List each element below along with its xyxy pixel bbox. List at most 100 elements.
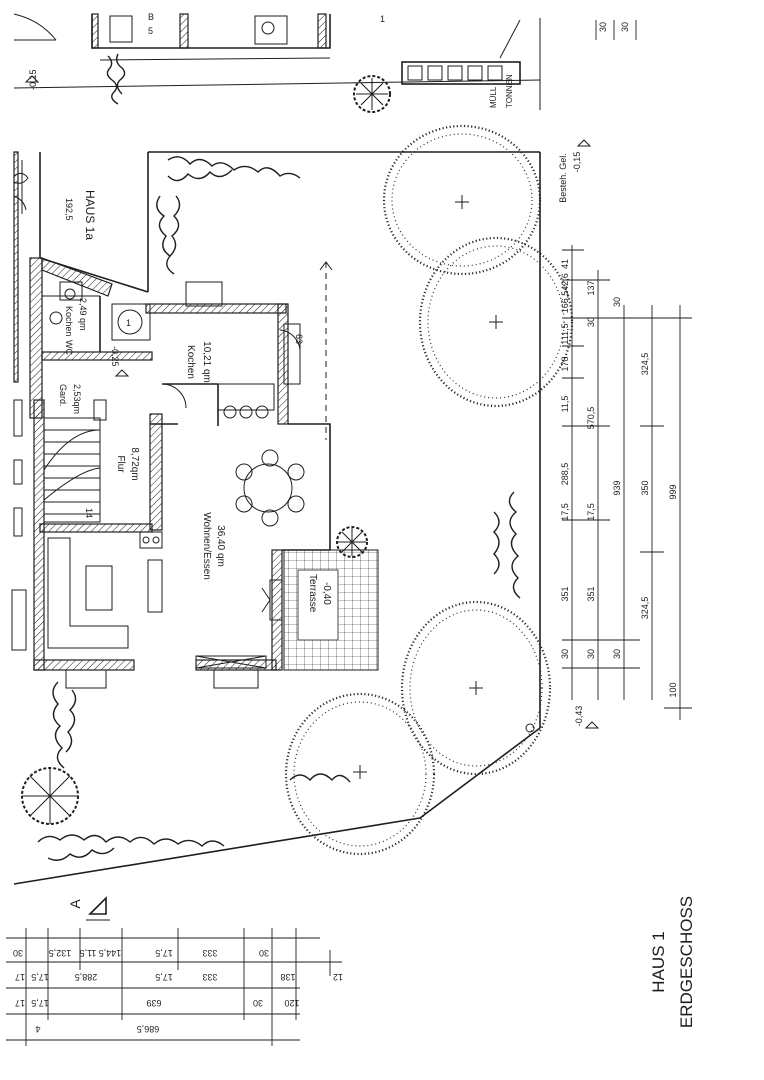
trees bbox=[21, 124, 574, 856]
dim-r1-2: 166,5 bbox=[560, 291, 570, 314]
tree-2 bbox=[418, 236, 574, 408]
title-floor: ERDGESCHOSS bbox=[677, 896, 696, 1028]
dim-b3-2: 639 bbox=[146, 998, 161, 1008]
dim-r2-0: 137 bbox=[586, 280, 596, 295]
dim-top-30a: 30 bbox=[598, 22, 608, 32]
shrub-top bbox=[353, 75, 391, 113]
dim-r1-0: 41 bbox=[560, 259, 570, 269]
stair-number: 1 bbox=[126, 318, 131, 328]
dim-r5-0: 999 bbox=[668, 484, 678, 499]
kitchen-area: 10,21 qm bbox=[201, 341, 212, 383]
kitchen-name: Kochen bbox=[185, 345, 196, 379]
dim-r4-2: 324,5 bbox=[640, 597, 650, 620]
terrace: Terrasse -0,40 bbox=[283, 549, 379, 671]
staircase: 14 bbox=[13, 399, 101, 537]
top-label-b: B bbox=[148, 12, 154, 22]
section-marker-label: A bbox=[67, 899, 83, 909]
north-arrow bbox=[319, 261, 333, 440]
top-label-1: 1 bbox=[380, 14, 385, 24]
dim-b4-1: 686,5 bbox=[137, 1024, 160, 1034]
terrace-level: -0,40 bbox=[321, 582, 332, 605]
plot-boundary bbox=[13, 151, 541, 885]
wc-name: Kochen bbox=[64, 306, 74, 337]
dim-r1-5: 11,5 bbox=[560, 396, 570, 413]
dim-b1-3: 144,5 bbox=[99, 948, 122, 958]
living-name: Wohnen/Essen bbox=[201, 512, 212, 580]
dim-r2-5: 30 bbox=[586, 649, 596, 659]
dim-b4-0: 4 bbox=[35, 1024, 40, 1034]
dim-b2-1: 17,5 bbox=[31, 972, 49, 982]
dim-r5-1: 100 bbox=[668, 682, 678, 697]
dim-r1-9: 30 bbox=[560, 649, 570, 659]
wc-label: WC bbox=[64, 340, 74, 355]
neighbor-label: HAUS 1a bbox=[83, 190, 97, 240]
level-existing-value: -0,15 bbox=[572, 152, 582, 173]
bins-label-1: MÜLL bbox=[489, 86, 498, 108]
hedge-top-left bbox=[106, 53, 126, 105]
dim-b2-6: 12 bbox=[333, 972, 343, 982]
level-left: -0,15 bbox=[28, 69, 38, 90]
dim-b1-0: 30 bbox=[259, 948, 269, 958]
tree-3 bbox=[400, 600, 552, 776]
dim-b2-5: 138 bbox=[280, 972, 295, 982]
dim-r1-7: 17,5 bbox=[560, 503, 570, 521]
dim-r1-6: 288,5 bbox=[560, 463, 570, 486]
hall-area: 8,72qm bbox=[129, 447, 140, 480]
stair-count: 14 bbox=[84, 508, 94, 518]
dim-b2-2: 288,5 bbox=[75, 972, 98, 982]
hedges bbox=[37, 156, 521, 861]
dim-r2-2: 570,5 bbox=[586, 407, 596, 430]
waste-bins: MÜLL TONNEN bbox=[401, 18, 541, 110]
dim-b1-6: 30 bbox=[13, 948, 23, 958]
level-garden: -0,43 bbox=[574, 706, 584, 727]
tree-4 bbox=[284, 692, 436, 856]
left-edge: -0,15 bbox=[13, 57, 541, 90]
dim-r2-3: 17,5 bbox=[586, 503, 596, 521]
neighbor-house-1a: 192,5 HAUS 1a bbox=[13, 151, 149, 383]
level-existing-label: Besteh. Gel. bbox=[558, 153, 568, 203]
room-labels: Kochen 10,21 qm Flur 8,72qm Wohnen/Essen… bbox=[115, 341, 226, 580]
dim-63: 63 bbox=[294, 334, 304, 344]
dim-r1-8: 351 bbox=[560, 586, 570, 601]
tree-5 bbox=[21, 767, 79, 825]
dim-r1-1: 42,6 bbox=[560, 273, 570, 291]
dim-r2-4: 351 bbox=[586, 586, 596, 601]
bottom-dimensions: 30 132,5 11,5 144,5 17,5 333 30 17 17,5 … bbox=[6, 928, 343, 1046]
wc-wardrobe-wing: 1 Kochen 2,49 qm WC Gard. 2,53qm -0,25 bbox=[29, 257, 153, 419]
living-area: 36,40 qm bbox=[215, 525, 226, 567]
dim-b1-1: 132,5 bbox=[49, 948, 72, 958]
dim-r4-1: 350 bbox=[640, 480, 650, 495]
terrace-name: Terrasse bbox=[307, 574, 318, 613]
dim-b1-4: 17,5 bbox=[155, 948, 173, 958]
tree-1 bbox=[382, 124, 542, 276]
dim-b3-4: 120 bbox=[284, 998, 299, 1008]
dim-b1-2: 11,5 bbox=[80, 948, 97, 958]
dim-b3-1: 17,5 bbox=[31, 998, 49, 1008]
dim-b3-3: 30 bbox=[253, 998, 263, 1008]
top-label-5: 5 bbox=[148, 26, 153, 36]
dim-top-30b: 30 bbox=[620, 22, 630, 32]
bins-label-2: TONNEN bbox=[505, 74, 514, 108]
hall-name: Flur bbox=[115, 455, 126, 473]
wc-area: 2,49 qm bbox=[78, 298, 88, 331]
title-house: HAUS 1 bbox=[649, 931, 668, 992]
neighbor-building-top: B 5 1 bbox=[13, 12, 385, 49]
wardrobe-name: Gard. bbox=[58, 384, 68, 407]
dim-r3-2: 30 bbox=[612, 649, 622, 659]
living-furniture bbox=[11, 449, 305, 689]
dim-b3-0: 17 bbox=[15, 998, 25, 1008]
dim-r3-0: 30 bbox=[612, 297, 622, 307]
wardrobe-area: 2,53qm bbox=[72, 384, 82, 414]
dim-r1-4: 178 bbox=[560, 356, 570, 371]
dim-b2-3: 17,5 bbox=[155, 972, 173, 982]
dim-b2-0: 17 bbox=[15, 972, 25, 982]
level-inside: -0,25 bbox=[110, 346, 120, 367]
dim-r4-0: 324,5 bbox=[640, 353, 650, 376]
dim-b1-5: 333 bbox=[202, 948, 217, 958]
title-block: HAUS 1 ERDGESCHOSS bbox=[649, 896, 696, 1028]
right-dimensions: 30 30 41 42,6 166,5 111,5 178 11,5 288,5… bbox=[558, 20, 692, 729]
dim-r2-1: 30 bbox=[586, 317, 596, 327]
dim-r3-1: 939 bbox=[612, 480, 622, 495]
dim-r1-3: 111,5 bbox=[560, 323, 570, 344]
